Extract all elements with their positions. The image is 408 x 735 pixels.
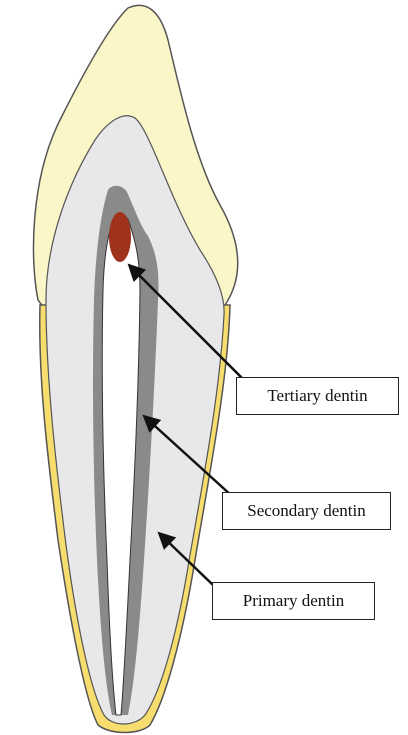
- label-primary-dentin: Primary dentin: [212, 582, 375, 620]
- label-tertiary-dentin: Tertiary dentin: [236, 377, 399, 415]
- tertiary-dentin-spot: [109, 212, 131, 262]
- label-secondary-dentin: Secondary dentin: [222, 492, 391, 530]
